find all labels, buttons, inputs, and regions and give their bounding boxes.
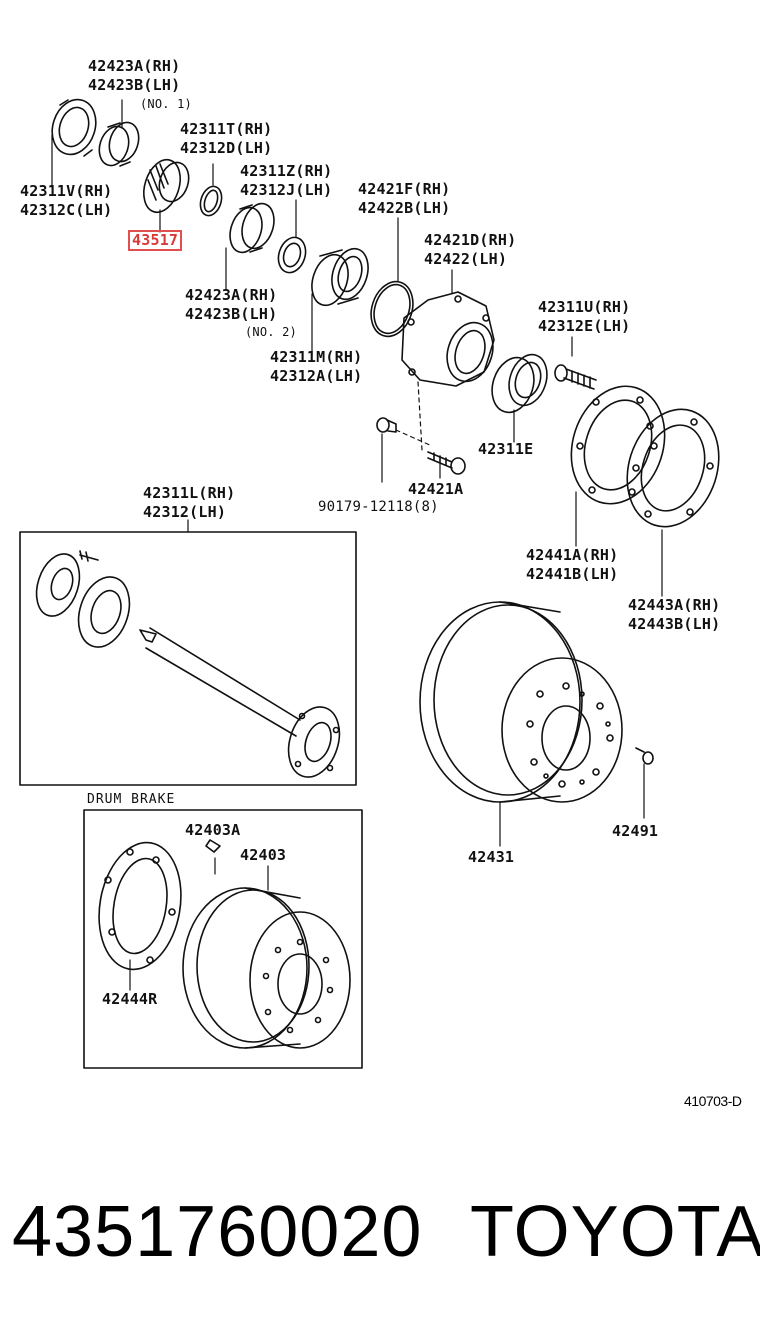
brake-drum-42403 (182, 839, 351, 1049)
label-no1: (NO. 1) (140, 97, 192, 111)
nut-90179 (376, 417, 397, 433)
hub-bolt-42311u (554, 364, 597, 390)
label-42421f: 42421F(RH) 42422B(LH) (358, 180, 451, 217)
spacer-42311z (277, 236, 307, 274)
label-42311u: 42311U(RH) 42312E(LH) (538, 298, 631, 335)
bolt-42421a (427, 451, 466, 475)
axle-housing-42421d (401, 291, 495, 387)
plate-42443a (626, 408, 720, 528)
label-42311z: 42311Z(RH) 42312J(LH) (240, 162, 333, 199)
axle-shaft-42311l (35, 550, 341, 778)
label-43517-highlighted[interactable]: 43517 (128, 230, 183, 251)
label-42311t: 42311T(RH) 42312D(LH) (180, 120, 273, 157)
label-42491: 42491 (612, 822, 659, 840)
drum-brake-box (83, 809, 363, 1069)
label-42444r: 42444R (102, 990, 158, 1008)
bearing-cup-no1 (98, 121, 140, 167)
axle-shaft-box (19, 519, 357, 786)
leader-lines-upper (51, 99, 663, 597)
label-42311m: 42311M(RH) 42312A(LH) (270, 348, 363, 385)
label-drum-brake: DRUM BRAKE (87, 792, 176, 807)
gasket-42441a (570, 385, 666, 505)
label-42441a: 42441A(RH) 42441B(LH) (526, 546, 619, 583)
part-number: 4351760020 (12, 1192, 423, 1272)
brake-disc-42431 (419, 601, 623, 847)
label-no2: (NO. 2) (245, 325, 297, 339)
screw-42491 (635, 747, 654, 819)
diagram-code: 410703-D (684, 1093, 742, 1109)
label-42421a: 42421A (408, 480, 464, 498)
label-42311e: 42311E (478, 440, 534, 458)
label-42423a-no2: 42423A(RH) 42423B(LH) (185, 286, 278, 323)
bearing-cup-no2 (229, 202, 275, 254)
snap-ring-42311t (199, 185, 223, 217)
label-42311v: 42311V(RH) 42312C(LH) (20, 182, 113, 219)
label-42443a: 42443A(RH) 42443B(LH) (628, 596, 721, 633)
oil-seal-42311v (51, 98, 97, 157)
oil-seal-42311e (491, 353, 548, 414)
o-ring-42421f (370, 280, 414, 338)
backing-plate-42444r (98, 841, 182, 991)
brand-name: TOYOTA (470, 1192, 760, 1272)
label-42423a-no1: 42423A(RH) 42423B(LH) (88, 57, 181, 94)
roller-bearing-43517 (143, 158, 190, 214)
label-42421d: 42421D(RH) 42422(LH) (424, 231, 517, 268)
label-42311l: 42311L(RH) 42312(LH) (143, 484, 236, 521)
bearing-42311m (311, 247, 369, 307)
label-42403: 42403 (240, 846, 287, 864)
label-42431: 42431 (468, 848, 515, 866)
label-42403a: 42403A (185, 821, 241, 839)
label-90179: 90179-12118(8) (318, 499, 439, 515)
